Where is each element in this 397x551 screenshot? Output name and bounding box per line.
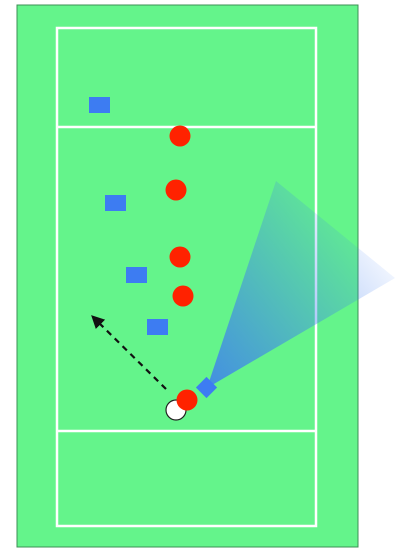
team-a-marker-1 (169, 125, 191, 147)
team-a-marker-3 (169, 246, 191, 268)
team-a-marker-4 (172, 285, 194, 307)
team-a-marker-5 (176, 389, 198, 411)
team-b-marker-3 (126, 267, 147, 283)
team-b-marker-4 (147, 319, 168, 335)
vision-cone (207, 181, 395, 388)
team-b-marker-1 (89, 97, 110, 113)
team-b-marker-2 (105, 195, 126, 211)
team-a-marker-2 (165, 179, 187, 201)
